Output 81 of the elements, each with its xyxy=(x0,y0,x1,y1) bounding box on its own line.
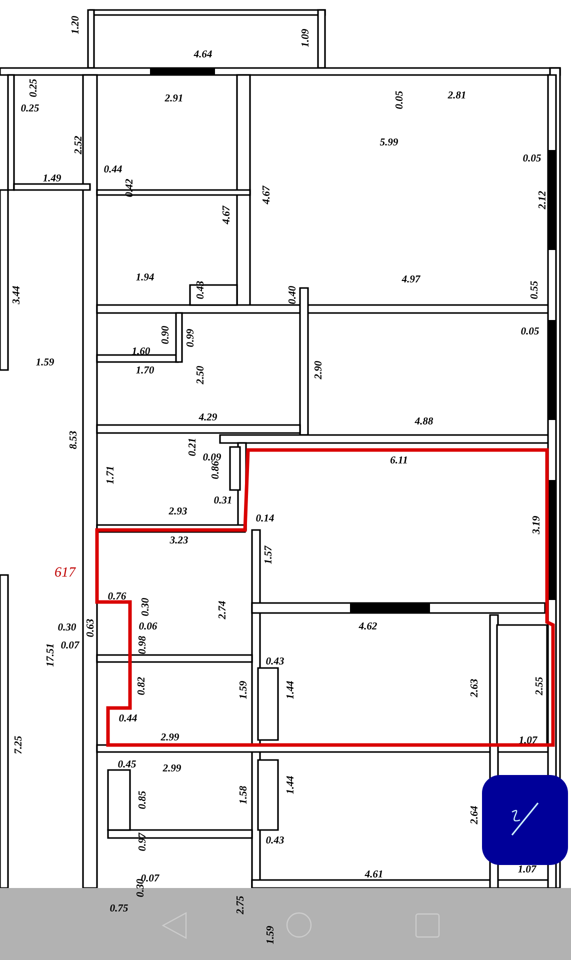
dimension-label: 0.43 xyxy=(266,836,284,844)
dimension-label: 0.82 xyxy=(137,677,145,695)
dimension-label: 2.50 xyxy=(196,366,204,384)
dimension-label: 2.90 xyxy=(314,361,322,380)
dimension-label: 3.19 xyxy=(532,516,540,534)
dimension-label: 1.20 xyxy=(71,16,79,34)
dimension-label: 1.59 xyxy=(266,926,274,944)
dimension-label: 0.43 xyxy=(266,657,284,665)
dimension-label: 1.70 xyxy=(136,366,154,374)
dimension-label: 2.93 xyxy=(168,507,187,515)
dimension-label: 0.99 xyxy=(186,329,194,347)
dimension-label: 4.62 xyxy=(358,622,377,630)
dimension-label: 0.30 xyxy=(58,623,76,631)
dimension-label: 1.59 xyxy=(36,358,54,366)
dimension-label: 0.14 xyxy=(256,514,274,522)
dimension-label: 1.57 xyxy=(264,545,272,564)
dimension-label: 2.64 xyxy=(470,806,478,824)
dimension-label: 0.30 xyxy=(141,598,149,616)
dimension-label: 0.05 xyxy=(523,154,541,162)
dimension-label: 1.58 xyxy=(239,786,247,804)
dimension-label: 0.55 xyxy=(530,281,538,299)
dimension-label: 0.21 xyxy=(188,438,196,456)
dimension-label: 0.90 xyxy=(161,326,169,344)
dimension-label: 17.51 xyxy=(46,644,54,667)
dimension-label: 0.30 xyxy=(136,879,144,897)
dimension-label: 2.75 xyxy=(236,896,244,914)
dimension-label: 0.63 xyxy=(86,619,94,637)
dimension-label: 0.45 xyxy=(118,760,136,768)
dimension-label: 1.94 xyxy=(136,273,154,281)
dimension-label: 2.63 xyxy=(470,679,478,698)
dimension-label: 4.29 xyxy=(198,413,217,421)
dimension-label: 0.09 xyxy=(203,453,221,461)
dimension-label: 2.99 xyxy=(162,764,181,772)
dimension-label: 0.44 xyxy=(104,165,122,173)
dimension-label: 0.31 xyxy=(214,496,232,504)
dimension-label: 6.11 xyxy=(390,456,407,464)
dimension-label: 0.25 xyxy=(21,104,39,112)
dimension-label: 1.60 xyxy=(132,347,150,355)
dimension-label: 2.74 xyxy=(218,601,226,620)
dimension-label: 0.85 xyxy=(138,791,146,809)
dimension-label: 0.25 xyxy=(29,79,37,97)
dimension-label: 0.06 xyxy=(139,622,158,630)
dimension-label: 1.07 xyxy=(519,736,538,744)
dimension-label: 7.25 xyxy=(14,736,22,754)
dimension-label: 0.76 xyxy=(108,592,126,600)
dimension-label: 0.40 xyxy=(288,286,296,304)
dimension-label: 2.52 xyxy=(74,136,82,154)
dimension-label: 4.67 xyxy=(262,185,270,204)
dimension-label: 8.53 xyxy=(69,431,77,449)
dimension-label: 0.05 xyxy=(395,91,403,109)
dimension-label: 4.97 xyxy=(402,275,421,283)
dimension-label: 1.44 xyxy=(286,776,294,794)
dimension-label: 2.12 xyxy=(538,191,546,210)
dimension-label: 0.07 xyxy=(61,641,80,649)
dimension-label: 1.44 xyxy=(286,681,294,699)
dimension-label: 3.44 xyxy=(12,286,20,304)
dimension-label: 0.97 xyxy=(138,832,146,851)
dimension-label: 0.07 xyxy=(141,874,160,882)
dimension-label: 2.55 xyxy=(535,677,543,696)
dimension-label: 1.49 xyxy=(43,174,61,182)
dimension-label: 3.23 xyxy=(170,536,188,544)
dimension-label: 5.99 xyxy=(380,138,398,146)
dimension-label: 1.07 xyxy=(518,865,537,873)
dimension-label: 0.05 xyxy=(521,327,539,335)
dimension-label: 4.64 xyxy=(194,50,212,58)
dimension-label: 2.91 xyxy=(164,94,182,102)
dimension-label: 1.09 xyxy=(301,29,309,47)
dimension-label: 0.98 xyxy=(138,636,146,654)
dimension-label: 4.88 xyxy=(414,417,434,425)
dimension-label: 2.81 xyxy=(448,91,466,99)
dimension-label: 4.61 xyxy=(364,870,382,878)
dimension-label: 0.43 xyxy=(196,281,204,299)
dimension-label: 2.99 xyxy=(160,733,179,741)
dimension-label: 0.44 xyxy=(119,714,137,722)
dimension-label: 0.42 xyxy=(125,179,133,197)
dimension-label: 617 xyxy=(55,567,76,577)
dimension-label: 4.67 xyxy=(222,205,230,224)
dimension-label: 1.59 xyxy=(239,681,247,699)
dimension-label: 1.71 xyxy=(106,466,114,484)
dimension-label: 0.75 xyxy=(110,904,128,912)
dimension-label: 0.86 xyxy=(211,460,219,479)
